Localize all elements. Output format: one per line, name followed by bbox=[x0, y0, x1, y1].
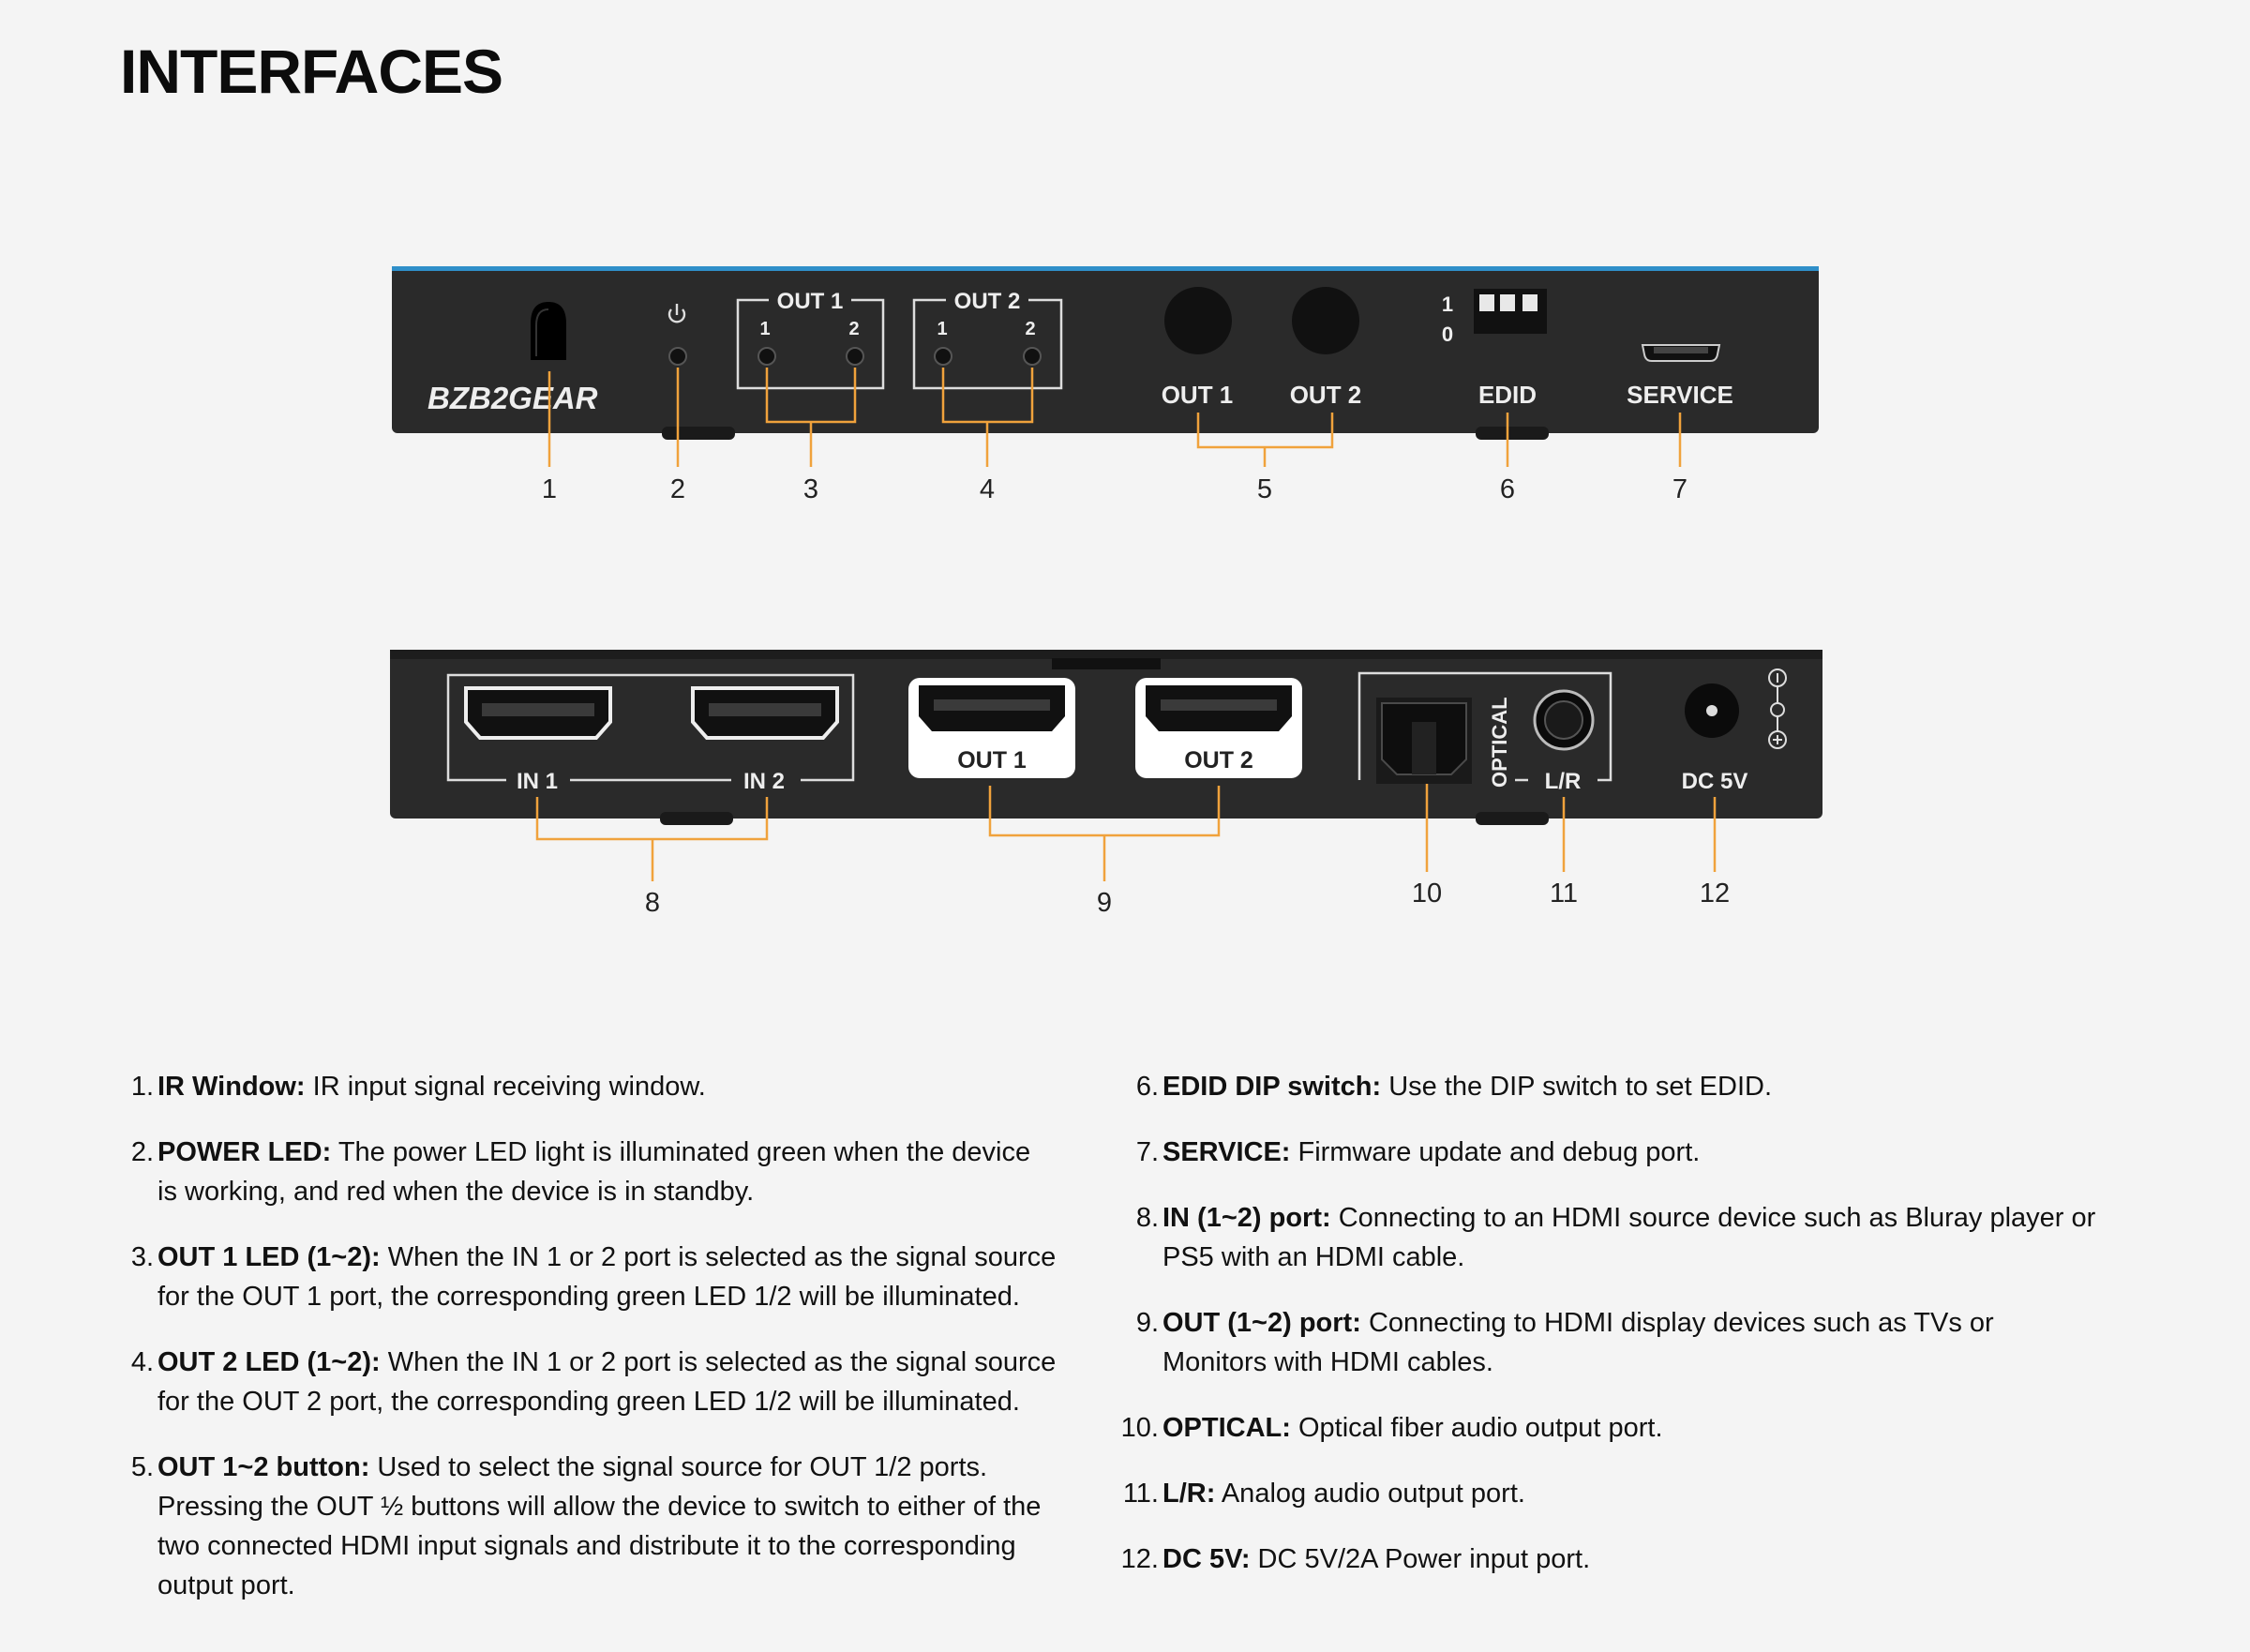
callout-6: 6 bbox=[1500, 474, 1515, 504]
in2-label: IN 2 bbox=[743, 769, 785, 794]
front-callout-lines bbox=[548, 368, 1682, 467]
description-item: 3.OUT 1 LED (1~2): When the IN 1 or 2 po… bbox=[130, 1242, 1057, 1312]
callout-1: 1 bbox=[542, 474, 557, 504]
callout-3: 3 bbox=[803, 474, 818, 504]
callout-5: 5 bbox=[1257, 474, 1272, 504]
power-icon bbox=[668, 304, 686, 323]
out-buttons: OUT 1 OUT 2 bbox=[1162, 287, 1362, 409]
callout-9: 9 bbox=[1097, 888, 1112, 918]
ir-window bbox=[531, 302, 566, 360]
out2-button bbox=[1292, 287, 1359, 354]
description-item: 4.OUT 2 LED (1~2): When the IN 1 or 2 po… bbox=[130, 1347, 1057, 1417]
callout-11: 11 bbox=[1550, 879, 1578, 909]
callout-7: 7 bbox=[1672, 474, 1688, 504]
page-title: INTERFACES bbox=[120, 37, 503, 106]
dc-label: DC 5V bbox=[1682, 769, 1748, 794]
description-item: 5.OUT 1~2 button: Used to select the sig… bbox=[130, 1452, 1042, 1600]
polarity-icon bbox=[1768, 668, 1787, 749]
callout-10: 10 bbox=[1412, 879, 1442, 909]
callout-12: 12 bbox=[1700, 879, 1730, 909]
out2-led-1 bbox=[934, 347, 952, 366]
description-item: 7.SERVICE: Firmware update and debug por… bbox=[1135, 1137, 1701, 1167]
callout-4: 4 bbox=[980, 474, 995, 504]
optical-label: OPTICAL bbox=[1488, 697, 1511, 788]
out2-led-group: OUT 2 1 2 bbox=[912, 289, 1063, 390]
edid-label: EDID bbox=[1478, 381, 1537, 409]
description-item: 2.POWER LED: The power LED light is illu… bbox=[130, 1137, 1031, 1207]
out2-port-label: OUT 2 bbox=[1184, 747, 1253, 773]
out2-led-2 bbox=[1023, 347, 1042, 366]
front-panel: BZB2GEAR OUT 1 1 2 OUT 2 1 2 bbox=[392, 266, 1819, 440]
description-item: 8.IN (1~2) port: Connecting to an HDMI s… bbox=[1135, 1203, 2096, 1272]
out2-led-group-title: OUT 2 bbox=[954, 289, 1021, 314]
description-item: 12.DC 5V: DC 5V/2A Power input port. bbox=[1120, 1544, 1591, 1574]
brand-logo-text: BZB2GEAR bbox=[428, 381, 598, 415]
description-list-right: 6.EDID DIP switch: Use the DIP switch to… bbox=[1120, 1067, 2100, 1605]
description-item: 9.OUT (1~2) port: Connecting to HDMI dis… bbox=[1135, 1308, 1994, 1377]
out2-button-label: OUT 2 bbox=[1290, 381, 1362, 409]
hdmi-in-ports: IN 1 IN 2 bbox=[446, 673, 855, 794]
front-callout-numbers: 1 2 3 4 5 6 7 bbox=[542, 474, 1688, 504]
dip-label-0: 0 bbox=[1442, 323, 1453, 346]
in1-label: IN 1 bbox=[517, 769, 558, 794]
out1-port-label: OUT 1 bbox=[957, 747, 1027, 773]
out1-led-1 bbox=[758, 347, 776, 366]
edid-dip-switch: 1 0 EDID bbox=[1442, 289, 1547, 409]
out1-led-1-label: 1 bbox=[759, 319, 770, 339]
rear-panel: IN 1 IN 2 OUT 1 OUT 2 OPTICAL L/R bbox=[390, 650, 1822, 825]
out2-led-1-label: 1 bbox=[937, 319, 947, 339]
audio-ports: OPTICAL L/R bbox=[1358, 671, 1612, 794]
dip-label-1: 1 bbox=[1442, 293, 1453, 316]
description-item: 10.OPTICAL: Optical fiber audio output p… bbox=[1120, 1413, 1663, 1443]
out1-button bbox=[1164, 287, 1232, 354]
rear-callout-numbers: 8 9 10 11 12 bbox=[645, 879, 1730, 918]
description-item: 6.EDID DIP switch: Use the DIP switch to… bbox=[1135, 1072, 1773, 1102]
out1-led-group-title: OUT 1 bbox=[777, 289, 844, 314]
out1-led-2-label: 2 bbox=[848, 319, 859, 339]
out1-led-group: OUT 1 1 2 bbox=[736, 289, 885, 390]
out1-button-label: OUT 1 bbox=[1162, 381, 1234, 409]
power-led bbox=[668, 304, 687, 366]
callout-8: 8 bbox=[645, 888, 660, 918]
description-item: 11.L/R: Analog audio output port. bbox=[1122, 1479, 1525, 1509]
service-port: SERVICE bbox=[1627, 344, 1733, 409]
out2-led-2-label: 2 bbox=[1025, 319, 1035, 339]
dc-power-port: DC 5V bbox=[1682, 668, 1787, 794]
out1-led-2 bbox=[846, 347, 864, 366]
hdmi-out-ports: OUT 1 OUT 2 bbox=[908, 678, 1302, 778]
callout-2: 2 bbox=[670, 474, 685, 504]
service-label: SERVICE bbox=[1627, 381, 1733, 409]
description-item: 1.IR Window: IR input signal receiving w… bbox=[130, 1072, 706, 1102]
rear-callout-lines bbox=[535, 784, 1717, 881]
description-list-left: 1.IR Window: IR input signal receiving w… bbox=[120, 1067, 1058, 1631]
interfaces-diagram: BZB2GEAR OUT 1 1 2 OUT 2 1 2 bbox=[390, 266, 1822, 918]
brand-logo: BZB2GEAR bbox=[428, 381, 598, 415]
lr-label: L/R bbox=[1545, 769, 1582, 794]
